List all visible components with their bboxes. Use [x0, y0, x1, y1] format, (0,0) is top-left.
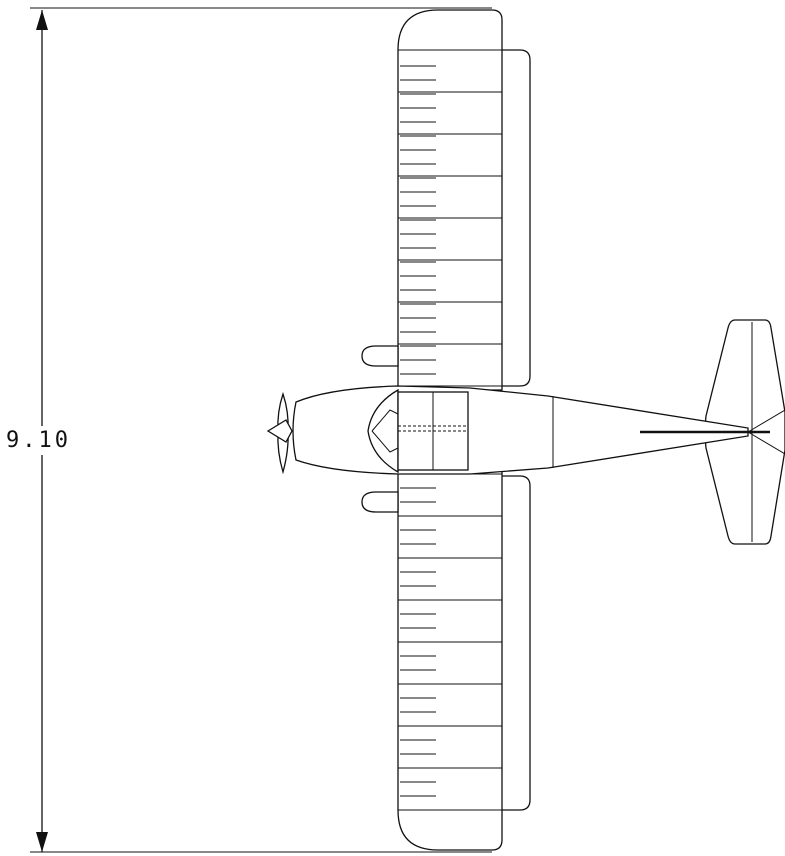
dimension-arrow-bottom-icon: [36, 832, 48, 852]
propeller-icon: [266, 391, 293, 475]
upper-wing-pod: [361, 345, 399, 367]
upper-wing: [397, 9, 503, 391]
upper-flap-strip: [499, 49, 531, 387]
fuselage: [292, 385, 770, 475]
lower-flap-strip: [499, 475, 531, 811]
lower-wing: [397, 469, 503, 851]
wingspan-dimension-label: 9.10: [6, 426, 71, 455]
dimension-arrow-top-icon: [36, 10, 48, 30]
lower-wing-pod: [361, 491, 399, 513]
cockpit-canopy: [367, 388, 469, 474]
